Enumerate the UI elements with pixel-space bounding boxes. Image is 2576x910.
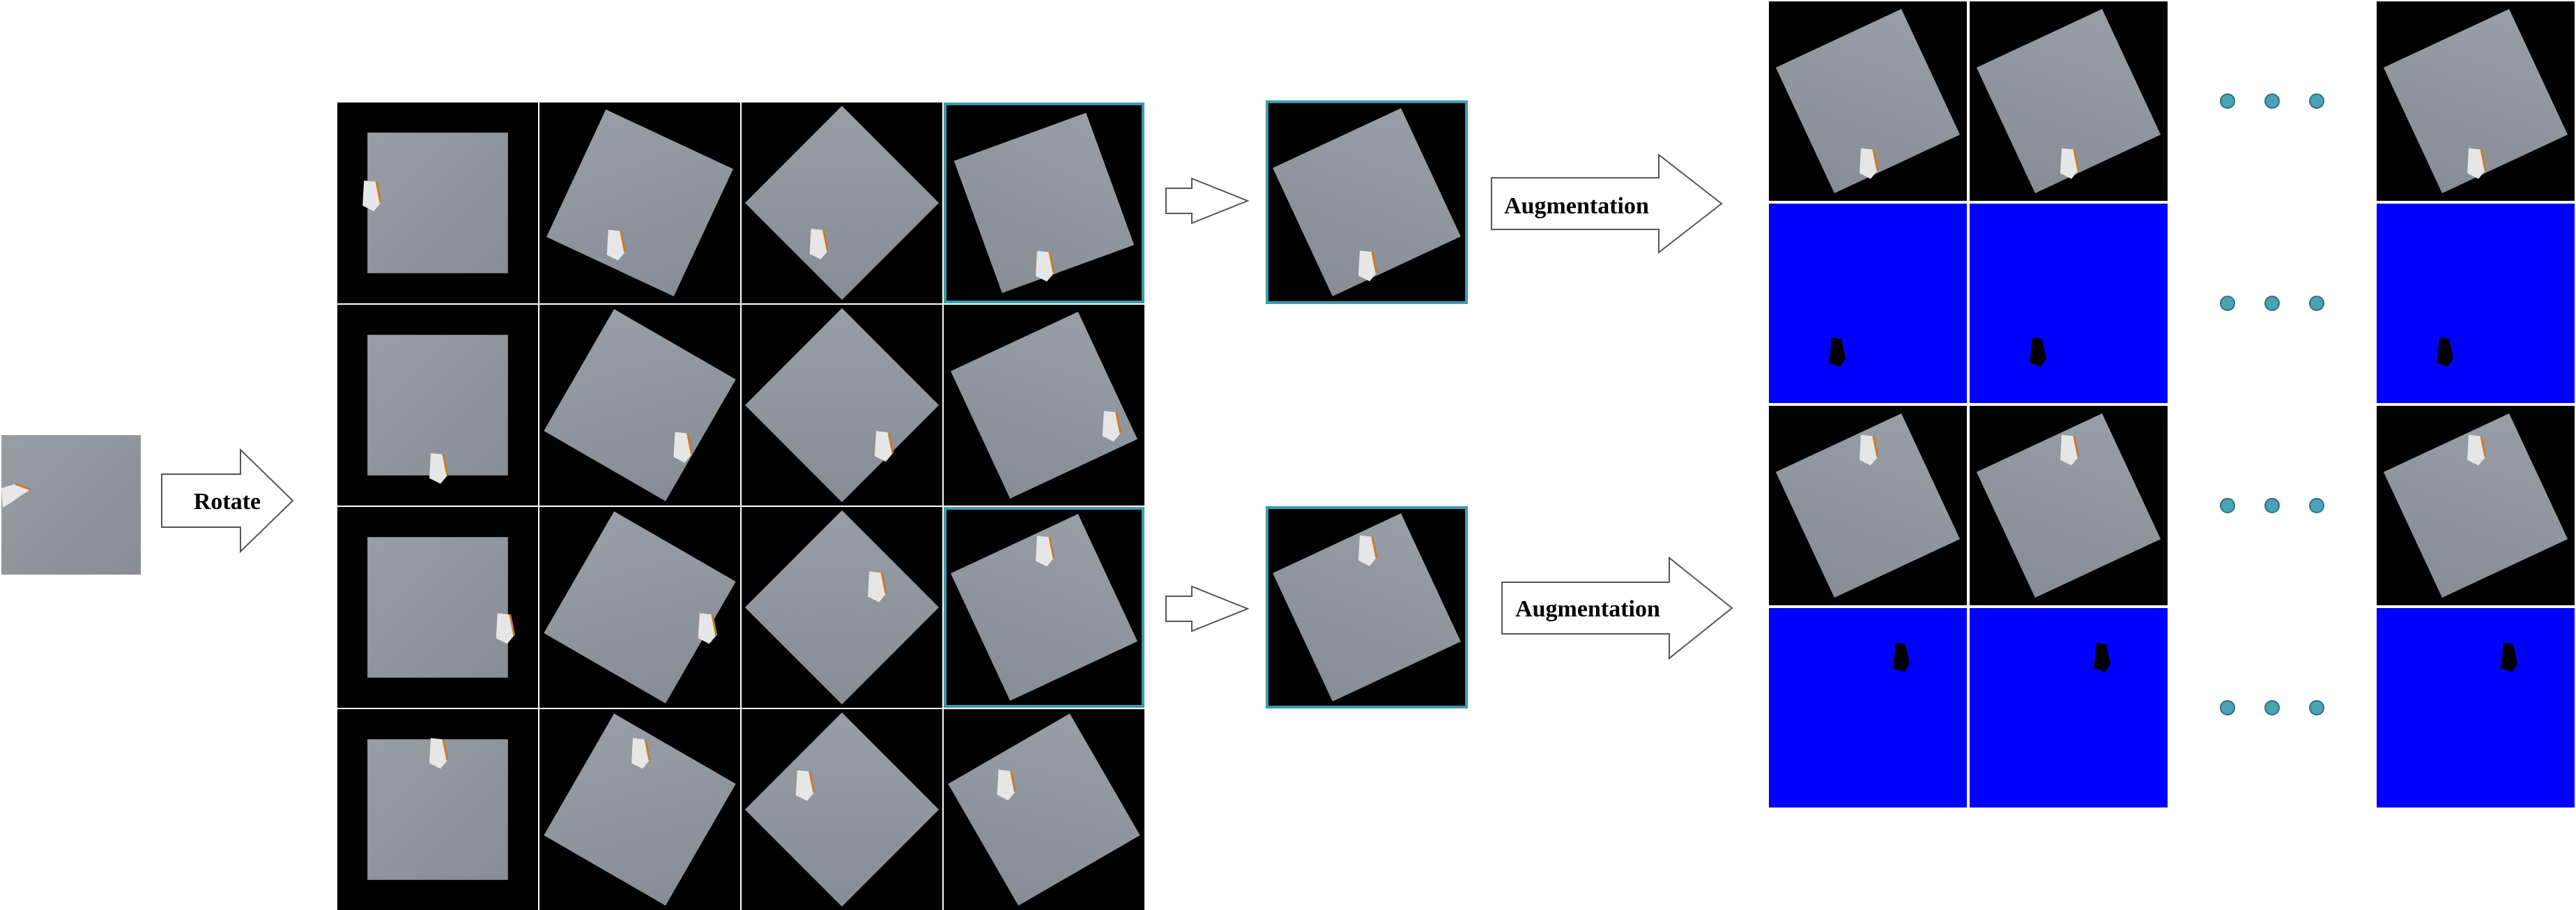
object-blob — [362, 180, 382, 211]
selected-images — [1266, 100, 1468, 708]
augmented-image-top-1 — [1970, 1, 2168, 201]
ellipsis-dots — [2220, 93, 2324, 715]
object-blob — [1358, 535, 1378, 566]
object-blob — [997, 769, 1017, 801]
object-blob — [429, 453, 449, 484]
object-blob — [1860, 148, 1879, 179]
ellipsis-dot — [2220, 296, 2235, 311]
selected-image-top — [1266, 100, 1468, 304]
object-blob — [1102, 411, 1122, 442]
grid-cell-r2-c0 — [337, 507, 538, 708]
grid-cell-r3-c3 — [944, 709, 1144, 910]
object-blob — [2060, 434, 2080, 466]
object-blob — [868, 571, 887, 602]
augmented-mask-top-1 — [1970, 204, 2168, 403]
grid-cell-r2-c2 — [742, 507, 942, 708]
ellipsis-dot — [2264, 93, 2280, 109]
object-blob — [1036, 536, 1055, 567]
augmented-image-bottom-0 — [1769, 406, 1967, 605]
input-image — [1, 435, 141, 575]
mask-object — [2094, 643, 2110, 672]
ellipsis-dot — [2220, 93, 2235, 109]
mask-object — [1893, 643, 1910, 672]
mask-object — [2030, 338, 2046, 367]
ellipsis-dot — [2264, 296, 2280, 311]
augmented-mask-bottom-0 — [1769, 608, 1967, 807]
object-blob — [429, 738, 449, 769]
object-blob — [2467, 434, 2487, 466]
ellipsis-dot — [2309, 700, 2324, 715]
grid-cell-r0-c1 — [539, 103, 740, 303]
object-blob — [1036, 250, 1055, 282]
object-blob — [795, 770, 815, 801]
augmentation-arrow-bottom: Augmentation — [1501, 556, 1733, 660]
ellipsis-dot — [2264, 498, 2280, 513]
ellipsis-dot — [2264, 700, 2280, 715]
grid-cell-r3-c1 — [539, 709, 740, 910]
grid-cell-r1-c2 — [742, 305, 942, 506]
grid-cell-r1-c1 — [539, 305, 740, 506]
object-blob — [809, 229, 829, 260]
object-blob — [698, 613, 718, 644]
rotate-label: Rotate — [194, 489, 261, 515]
object-blob — [496, 613, 516, 644]
object-blob — [875, 431, 894, 462]
object-blob — [2060, 148, 2080, 179]
ellipsis-dot — [2220, 498, 2235, 513]
object-blob — [1358, 250, 1378, 282]
ellipsis-dot — [2309, 93, 2324, 109]
selected-image-bottom — [1266, 506, 1468, 708]
rotated-image-grid — [337, 103, 1144, 910]
grid-cell-r2-c3 — [944, 507, 1144, 708]
mask-object — [1829, 338, 1846, 367]
select-arrow-bottom — [1165, 585, 1250, 632]
grid-cell-r3-c2 — [742, 709, 942, 910]
augmented-mask-top-0 — [1769, 204, 1967, 403]
ellipsis-dot — [2309, 498, 2324, 513]
grid-cell-r1-c3 — [944, 305, 1144, 506]
grid-cell-r2-c1 — [539, 507, 740, 708]
augmentation-label-top: Augmentation — [1504, 193, 1649, 219]
ellipsis-dot — [2220, 700, 2235, 715]
augmented-image-top-0 — [1769, 1, 1967, 201]
augmented-mask-top-2 — [2377, 204, 2575, 403]
object-blob — [1860, 434, 1879, 466]
augmented-outputs — [1769, 1, 2575, 807]
select-arrow-top — [1165, 177, 1250, 225]
augmented-image-top-2 — [2377, 1, 2575, 201]
grid-cell-r3-c0 — [337, 709, 538, 910]
augmented-mask-bottom-2 — [2377, 608, 2575, 807]
mask-object — [2501, 643, 2517, 672]
augmentation-arrow-top: Augmentation — [1491, 153, 1723, 255]
rotate-arrow: Rotate — [161, 448, 294, 554]
object-blob — [673, 432, 693, 463]
object-blob — [606, 229, 627, 261]
augmented-mask-bottom-1 — [1970, 608, 2168, 807]
grid-cell-r1-c0 — [337, 305, 538, 506]
augmented-image-bottom-2 — [2377, 406, 2575, 605]
grid-cell-r0-c2 — [742, 103, 942, 303]
grid-cell-r0-c3 — [944, 103, 1144, 303]
object-blob — [2467, 148, 2487, 179]
augmentation-label-bottom: Augmentation — [1515, 596, 1660, 622]
object-blob — [631, 738, 651, 769]
augmented-image-bottom-1 — [1970, 406, 2168, 605]
grid-cell-r0-c0 — [337, 103, 538, 303]
ellipsis-dot — [2309, 296, 2324, 311]
mask-object — [2437, 338, 2453, 367]
